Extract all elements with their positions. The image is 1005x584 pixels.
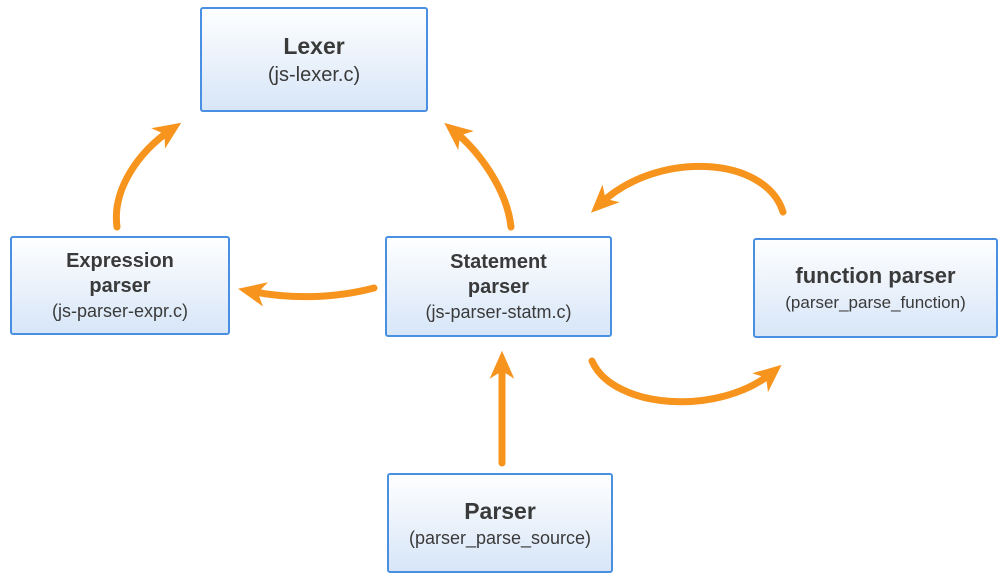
node-lexer-subtitle: (js-lexer.c): [267, 63, 361, 86]
node-lexer-title: Lexer: [283, 33, 345, 60]
node-expression-parser: Expression parser (js-parser-expr.c): [10, 236, 230, 335]
arrow-function-parser-to-statement-parser: [590, 163, 787, 216]
node-expression-parser-subtitle: (js-parser-expr.c): [51, 301, 189, 322]
arrow-statement-parser-to-function-parser: [588, 357, 782, 406]
node-function-parser-title: function parser: [795, 263, 956, 289]
node-statement-parser-subtitle: (js-parser-statm.c): [425, 302, 572, 323]
node-parser: Parser (parser_parse_source): [387, 473, 613, 573]
arrow-expression-parser-to-lexer: [112, 122, 182, 231]
arrow-statement-parser-to-lexer: [444, 122, 515, 231]
node-expression-parser-title: Expression parser: [66, 250, 174, 297]
node-statement-parser: Statement parser (js-parser-statm.c): [385, 236, 612, 337]
arrow-statement-parser-to-expression-parser: [238, 282, 378, 307]
node-parser-title: Parser: [464, 498, 536, 525]
node-function-parser: function parser (parser_parse_function): [753, 238, 998, 338]
node-lexer: Lexer (js-lexer.c): [200, 7, 428, 112]
node-function-parser-subtitle: (parser_parse_function): [785, 293, 966, 313]
node-statement-parser-title: Statement parser: [450, 251, 547, 298]
node-parser-subtitle: (parser_parse_source): [408, 528, 592, 549]
